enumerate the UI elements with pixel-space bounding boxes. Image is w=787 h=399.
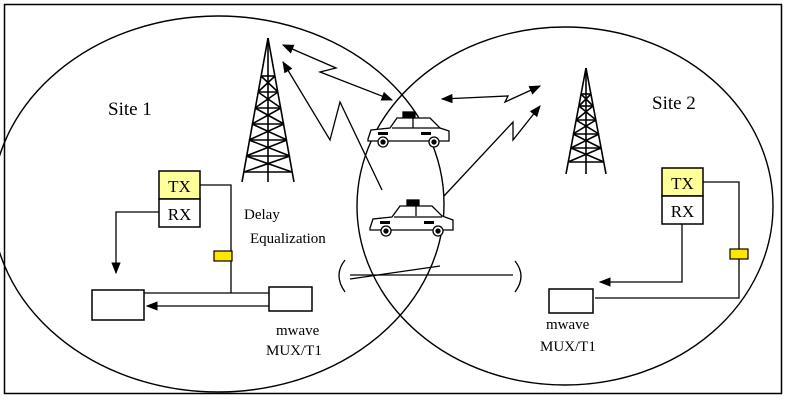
site1-tx-label: TX <box>168 177 191 196</box>
delay-equalization-label-line2: Equalization <box>250 231 326 247</box>
site2-mux-box <box>548 288 594 314</box>
site2-wiring <box>595 181 740 299</box>
site2-mux-label-line2: MUX/T1 <box>540 339 596 355</box>
site1-tx-box <box>158 170 201 200</box>
site1-label: Site 1 <box>108 99 152 120</box>
site2-coverage-ellipse <box>356 26 774 386</box>
site2-tx-label: TX <box>671 174 694 193</box>
site1-mux-label-line2: MUX/T1 <box>266 343 322 359</box>
microwave-link <box>338 259 522 293</box>
site1-rx-label: RX <box>168 205 192 224</box>
radio-tower-icon <box>565 67 607 175</box>
police-car-icon <box>367 111 450 148</box>
site1-comparator-box <box>91 289 145 321</box>
site1-rx-box <box>158 198 201 228</box>
delay-equalization-label-line1: Delay <box>244 207 280 223</box>
site1-wiring <box>111 184 269 311</box>
site1-delay-element <box>213 250 233 262</box>
site2-radio: TX RX <box>661 167 704 225</box>
site1-coverage-ellipse <box>0 15 445 393</box>
site2-rx-label: RX <box>671 202 695 221</box>
site1-radio: TX RX <box>158 170 201 228</box>
police-car-icon <box>369 199 454 237</box>
site2-label: Site 2 <box>652 93 696 114</box>
site1-mux-box <box>268 286 313 312</box>
site1-mux-label-line1: mwave <box>276 323 320 339</box>
site2-delay-element <box>729 248 749 260</box>
radio-tower-icon <box>241 37 295 183</box>
diagram-frame <box>3 3 783 395</box>
radio-link-arrow-icon <box>281 44 542 197</box>
site2-mux-label-line1: mwave <box>546 317 590 333</box>
